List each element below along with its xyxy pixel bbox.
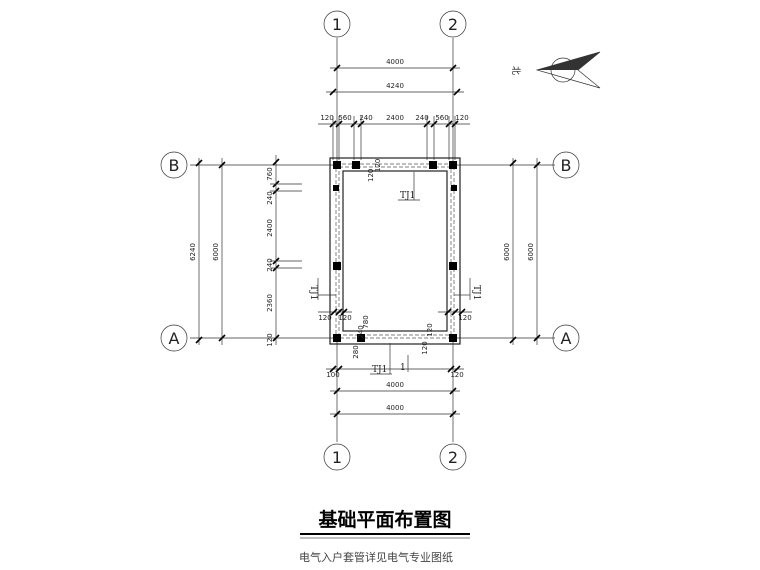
svg-text:240: 240 (359, 114, 372, 122)
axis-bubble-bottom-1: 1 (323, 443, 351, 471)
svg-text:280: 280 (352, 345, 360, 358)
svg-text:TJ1: TJ1 (400, 191, 415, 201)
svg-text:120: 120 (338, 314, 351, 322)
svg-text:1: 1 (332, 15, 342, 34)
axis-lines (190, 38, 555, 442)
svg-text:120: 120 (367, 169, 375, 182)
svg-text:B: B (169, 156, 180, 175)
axis-bubble-left-B: B (160, 151, 188, 179)
top-dimensions: 4000 4240 120 560 240 2400 240 560 120 (318, 58, 470, 160)
north-arrow: 北 (510, 51, 601, 89)
svg-text:A: A (561, 329, 572, 348)
axis-bubble-top-1: 1 (323, 10, 351, 38)
axis-bubble-bottom-2: 2 (439, 443, 467, 471)
svg-text:120: 120 (455, 114, 468, 122)
svg-text:TJ1: TJ1 (471, 285, 481, 300)
svg-text:2400: 2400 (386, 114, 404, 122)
svg-text:A: A (169, 329, 180, 348)
axis-bubble-right-B: B (552, 151, 580, 179)
svg-text:北: 北 (510, 66, 521, 75)
columns (333, 161, 457, 342)
svg-text:240: 240 (266, 191, 274, 204)
svg-text:240: 240 (357, 325, 365, 338)
svg-text:120: 120 (426, 323, 434, 336)
svg-text:120: 120 (318, 314, 331, 322)
svg-text:2: 2 (448, 448, 458, 467)
svg-text:4000: 4000 (386, 404, 404, 412)
bottom-dimensions: 100 120 4000 4000 (326, 365, 464, 418)
svg-text:6000: 6000 (212, 243, 220, 261)
svg-text:120: 120 (266, 333, 274, 346)
axis-bubble-top-2: 2 (439, 10, 467, 38)
svg-text:2360: 2360 (266, 294, 274, 312)
svg-text:6000: 6000 (527, 243, 535, 261)
svg-text:120: 120 (320, 114, 333, 122)
svg-text:B: B (561, 156, 572, 175)
svg-text:TJ1: TJ1 (308, 285, 318, 300)
axis-bubble-left-A: A (160, 324, 188, 352)
svg-text:120: 120 (421, 341, 429, 354)
tj1-tags: TJ1 TJ1 TJ1 TJ1 1 (308, 172, 481, 375)
inner-dimensions: 120 120 120 120 120 280 240 780 120 120 (318, 159, 472, 359)
svg-text:TJ1: TJ1 (372, 365, 387, 375)
svg-text:240: 240 (415, 114, 428, 122)
svg-text:6240: 6240 (189, 243, 197, 261)
right-dimensions: 6000 6000 (503, 158, 541, 345)
svg-text:240: 240 (266, 258, 274, 271)
svg-text:760: 760 (266, 167, 274, 180)
svg-text:780: 780 (362, 315, 370, 328)
svg-text:100: 100 (326, 371, 339, 379)
svg-text:4240: 4240 (386, 82, 404, 90)
svg-text:4000: 4000 (386, 381, 404, 389)
svg-text:2: 2 (448, 15, 458, 34)
drawing-note: 电气入户套管详见电气专业图纸 (299, 550, 453, 564)
svg-text:2400: 2400 (266, 219, 274, 237)
svg-text:120: 120 (458, 314, 471, 322)
axis-bubble-right-A: A (552, 324, 580, 352)
left-dimensions: 6240 6000 760 240 2400 240 2360 120 (189, 155, 302, 347)
foundation-walls (329, 157, 461, 345)
svg-text:120: 120 (374, 159, 382, 172)
svg-text:4000: 4000 (386, 58, 404, 66)
svg-text:560: 560 (338, 114, 351, 122)
svg-text:560: 560 (435, 114, 448, 122)
svg-text:1: 1 (400, 363, 406, 373)
svg-text:120: 120 (450, 371, 463, 379)
svg-text:1: 1 (332, 448, 342, 467)
drawing-title-block: 基础平面布置图 电气入户套管详见电气专业图纸 (299, 508, 470, 564)
svg-text:6000: 6000 (503, 243, 511, 261)
drawing-title: 基础平面布置图 (317, 508, 451, 531)
